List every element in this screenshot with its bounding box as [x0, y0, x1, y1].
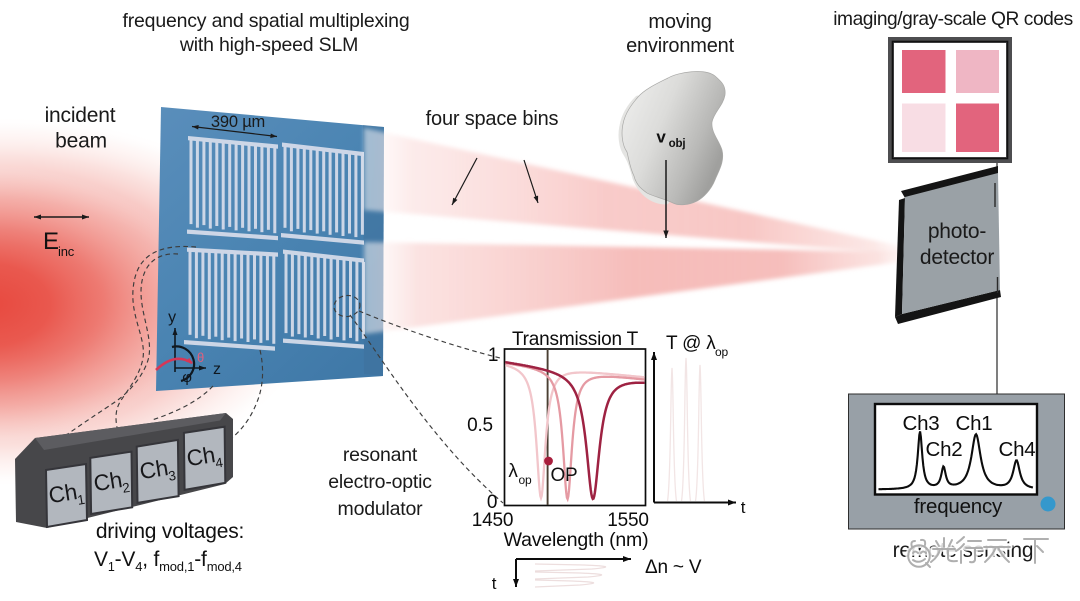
- svg-text:Ch: Ch: [47, 479, 79, 508]
- svg-text:z: z: [213, 361, 221, 378]
- svg-text:incident: incident: [45, 104, 116, 127]
- svg-text:λ: λ: [508, 461, 518, 482]
- svg-text:frequency: frequency: [914, 495, 1003, 518]
- svg-text:inc: inc: [58, 244, 75, 259]
- svg-text:Ch3: Ch3: [902, 412, 939, 435]
- svg-text:Ch2: Ch2: [925, 438, 962, 461]
- svg-text:Wavelength (nm): Wavelength (nm): [504, 529, 649, 551]
- svg-text:with high-speed SLM: with high-speed SLM: [179, 34, 358, 56]
- svg-text:θ: θ: [197, 350, 204, 365]
- svg-text:detector: detector: [920, 246, 994, 269]
- svg-text:390 µm: 390 µm: [211, 113, 265, 131]
- svg-text:Δn ~ V: Δn ~ V: [645, 557, 702, 578]
- svg-text:driving voltages:: driving voltages:: [96, 520, 244, 543]
- svg-text:modulator: modulator: [338, 498, 424, 520]
- svg-text:1: 1: [488, 345, 498, 366]
- svg-text:v: v: [656, 128, 666, 147]
- svg-text:1: 1: [76, 492, 86, 508]
- svg-text:Ch: Ch: [185, 442, 217, 471]
- svg-text:E: E: [43, 228, 59, 255]
- svg-text:3: 3: [167, 468, 177, 484]
- svg-text:φ: φ: [182, 369, 192, 386]
- svg-text:T @ λ: T @ λ: [666, 333, 716, 354]
- svg-text:photo-: photo-: [928, 220, 987, 243]
- svg-text:environment: environment: [626, 35, 735, 57]
- svg-text:imaging/gray-scale QR codes: imaging/gray-scale QR codes: [833, 9, 1073, 30]
- svg-text:op: op: [519, 473, 532, 487]
- svg-text:Ch: Ch: [138, 455, 170, 484]
- svg-text:Ch4: Ch4: [998, 438, 1035, 461]
- svg-text:1450: 1450: [472, 510, 513, 531]
- svg-text:frequency and spatial multiple: frequency and spatial multiplexing: [123, 10, 410, 32]
- svg-text:resonant: resonant: [343, 444, 418, 466]
- svg-text:0: 0: [487, 492, 497, 513]
- svg-text:Transmission T: Transmission T: [512, 329, 639, 350]
- svg-text:4: 4: [214, 455, 224, 471]
- svg-text:four space bins: four space bins: [426, 108, 559, 130]
- svg-text:moving: moving: [648, 11, 711, 33]
- svg-text:Ch: Ch: [92, 467, 124, 496]
- svg-text:1550: 1550: [607, 510, 648, 531]
- svg-text:t: t: [492, 574, 497, 593]
- svg-text:Ch1: Ch1: [955, 412, 992, 435]
- svg-text:t: t: [741, 498, 746, 517]
- svg-text:0.5: 0.5: [467, 415, 493, 436]
- svg-text:V1-V4, fmod,1-fmod,4: V1-V4, fmod,1-fmod,4: [94, 548, 242, 574]
- svg-text:2: 2: [121, 480, 131, 496]
- svg-text:OP: OP: [550, 465, 577, 486]
- svg-text:electro-optic: electro-optic: [328, 471, 432, 493]
- svg-text:beam: beam: [55, 130, 107, 153]
- svg-text:y: y: [168, 309, 176, 326]
- svg-text:op: op: [715, 345, 728, 359]
- svg-text:obj: obj: [669, 138, 686, 150]
